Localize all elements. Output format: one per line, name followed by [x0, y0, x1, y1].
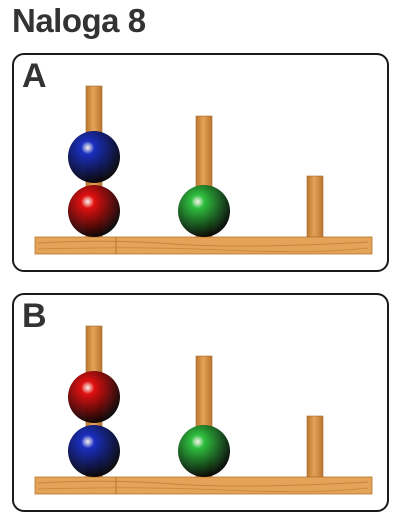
- panel-a: A: [12, 53, 389, 272]
- panel-label-b: B: [22, 297, 47, 335]
- peg-board-b: [34, 325, 373, 495]
- page-title: Naloga 8: [12, 2, 146, 39]
- peg-right: [306, 415, 324, 478]
- peg-right: [306, 175, 324, 238]
- blue-ball[interactable]: [68, 131, 120, 183]
- green-ball[interactable]: [178, 425, 230, 477]
- red-ball[interactable]: [68, 185, 120, 237]
- blue-ball[interactable]: [68, 425, 120, 477]
- green-ball[interactable]: [178, 185, 230, 237]
- panel-b: B: [12, 293, 389, 512]
- peg-board-a: [34, 85, 373, 255]
- panel-label-a: A: [22, 57, 47, 95]
- red-ball[interactable]: [68, 371, 120, 423]
